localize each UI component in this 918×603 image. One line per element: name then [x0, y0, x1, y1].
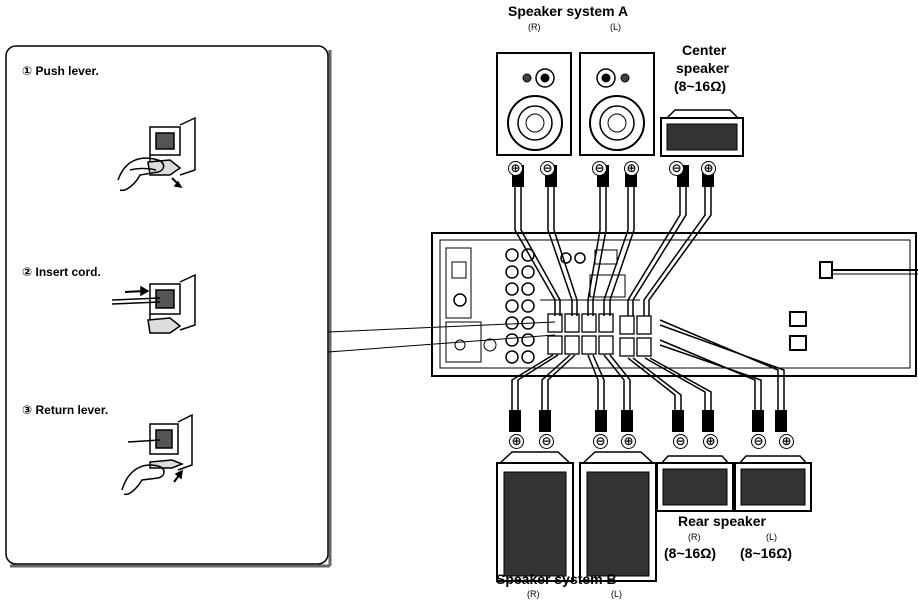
speaker-a-left [579, 52, 655, 156]
rear-speaker-right-label: (R) [688, 532, 701, 542]
speaker-cables [511, 180, 785, 418]
step-return-lever: ③ Return lever. [22, 403, 109, 417]
speaker-a-right [496, 52, 572, 156]
center-speaker [660, 109, 744, 157]
insert-cord-illustration [111, 273, 196, 334]
rear-speaker-title: Rear speaker [678, 513, 766, 529]
minus-icon: ⊖ [539, 434, 554, 449]
minus-icon: ⊖ [673, 434, 688, 449]
rear-speaker-left-label: (L) [766, 532, 777, 542]
callout-lines [327, 321, 556, 353]
speaker-b-left-label: (L) [611, 589, 622, 599]
step-insert-cord: ② Insert cord. [22, 265, 101, 279]
plus-icon: ⊕ [509, 434, 524, 449]
minus-icon: ⊖ [592, 161, 607, 176]
plus-icon: ⊕ [621, 434, 636, 449]
center-speaker-title-1: Center [682, 42, 727, 58]
speaker-b-right [496, 451, 574, 582]
rear-speaker-right [656, 455, 734, 512]
minus-icon: ⊖ [593, 434, 608, 449]
speaker-b-left [579, 451, 657, 582]
rear-speaker-right-impedance: (8~16Ω) [664, 545, 717, 561]
return-lever-illustration [121, 413, 193, 496]
speaker-b-right-label: (R) [527, 589, 540, 599]
step-push-lever: ① Push lever. [22, 64, 99, 78]
push-lever-illustration [117, 116, 196, 192]
minus-icon: ⊖ [751, 434, 766, 449]
plus-icon: ⊕ [703, 434, 718, 449]
speaker-system-b-title: Speaker system B [496, 571, 617, 587]
center-speaker-title-2: speaker [676, 60, 729, 76]
plus-icon: ⊕ [779, 434, 794, 449]
center-speaker-impedance: (8~16Ω) [674, 78, 727, 94]
speaker-a-left-label: (L) [610, 22, 621, 32]
minus-icon: ⊖ [669, 161, 684, 176]
receiver-rear-panel [431, 232, 918, 377]
minus-icon: ⊖ [540, 161, 555, 176]
plus-icon: ⊕ [701, 161, 716, 176]
rear-speaker-left [734, 455, 812, 512]
plus-icon: ⊕ [508, 161, 523, 176]
rear-speaker-left-impedance: (8~16Ω) [740, 545, 793, 561]
cable-plugs [509, 165, 787, 432]
speaker-a-right-label: (R) [528, 22, 541, 32]
plus-icon: ⊕ [624, 161, 639, 176]
speaker-system-a-title: Speaker system A [508, 3, 629, 19]
